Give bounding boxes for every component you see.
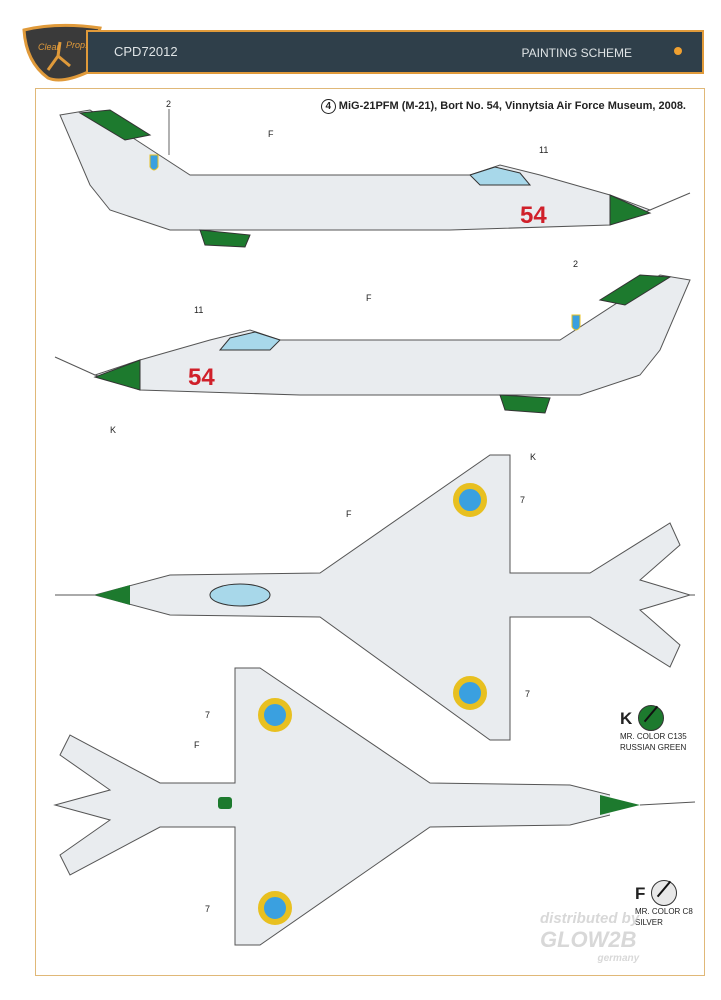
aircraft-bottom-view: 7 7 F xyxy=(53,667,610,946)
header-dot-icon xyxy=(674,47,682,55)
page-header: CPD72012 PAINTING SCHEME xyxy=(86,30,704,74)
callout-decal-2: 2 xyxy=(166,99,171,109)
svg-text:Clear: Clear xyxy=(38,42,61,52)
color-letter: K xyxy=(620,708,633,728)
bort-number: 54 xyxy=(520,202,547,229)
watermark-line: GLOW2B xyxy=(540,927,637,952)
scheme-title: MiG-21PFM (M-21), Bort No. 54, Vinnytsia… xyxy=(338,100,686,112)
callout-paint-k: K xyxy=(110,425,116,435)
aircraft-top-view: 7 7 F xyxy=(55,454,695,741)
brush-swatch-icon xyxy=(637,705,664,731)
watermark-line: distributed by xyxy=(540,910,640,927)
watermark-line: germany xyxy=(597,953,640,964)
brush-swatch-icon xyxy=(650,880,677,906)
aircraft-side-view-left: 2 K F 11 54 K K xyxy=(54,259,691,462)
callout-paint-k: K xyxy=(530,452,536,462)
callout-decal-7: 7 xyxy=(520,495,525,505)
scheme-number: 4 xyxy=(320,99,336,114)
color-name: MR. COLOR C8 xyxy=(635,907,693,916)
callout-decal-7: 7 xyxy=(205,904,210,914)
clear-prop-logo: Clear Prop! xyxy=(22,23,102,82)
callout-paint-f: F xyxy=(268,129,274,139)
distributor-watermark: distributed by GLOW2B germany xyxy=(540,910,639,964)
aircraft-side-view-right: 2 F 11 54 xyxy=(59,99,691,248)
callout-paint-f: F xyxy=(366,293,372,303)
color-key-f: F MR. COLOR C8 SILVER xyxy=(635,880,693,928)
bort-number: 54 xyxy=(188,364,215,391)
color-name: RUSSIAN GREEN xyxy=(620,743,687,752)
color-key-k: K MR. COLOR C135 RUSSIAN GREEN xyxy=(620,705,687,753)
callout-decal-7: 7 xyxy=(525,689,530,699)
svg-text:Prop!: Prop! xyxy=(66,40,88,50)
callout-paint-f: F xyxy=(346,509,352,519)
callout-decal-11: 11 xyxy=(539,145,548,155)
color-letter: F xyxy=(635,883,646,903)
callout-paint-f: F xyxy=(194,740,200,750)
bottom-view-nose xyxy=(600,795,696,815)
callout-decal-2: 2 xyxy=(573,259,578,269)
product-code: CPD72012 xyxy=(114,44,178,59)
callout-decal-7: 7 xyxy=(205,710,210,720)
color-name: MR. COLOR C135 xyxy=(620,732,687,741)
color-name: SILVER xyxy=(635,918,663,927)
section-title: PAINTING SCHEME xyxy=(521,46,632,60)
callout-decal-11: 11 xyxy=(194,305,203,315)
